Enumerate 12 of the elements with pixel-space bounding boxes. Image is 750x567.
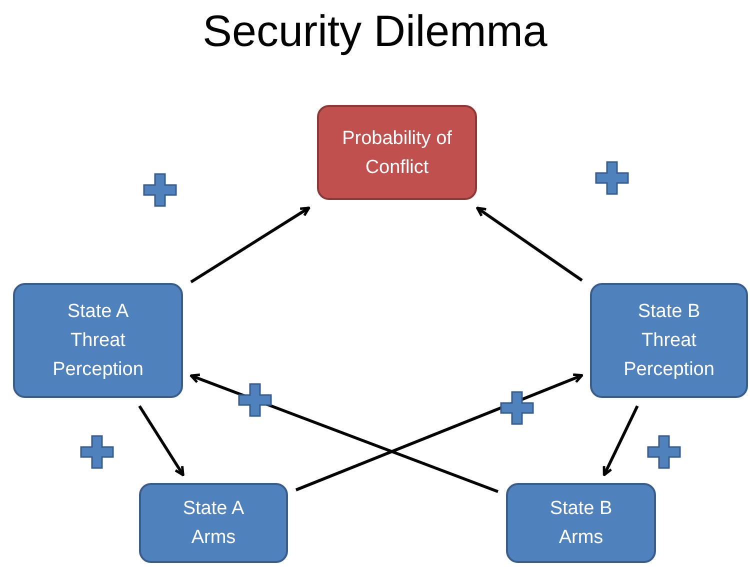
process-box: State B Arms [506, 483, 656, 563]
arrow [295, 373, 584, 492]
arrow [190, 206, 310, 284]
arrow [190, 373, 499, 494]
process-box: State A Threat Perception [13, 283, 183, 398]
diagram-title: Security Dilemma [202, 6, 548, 58]
process-box: State A Arms [139, 483, 288, 563]
outcome-box: Probability of Conflict [317, 105, 477, 200]
arrow [138, 405, 184, 476]
arrow [602, 405, 639, 476]
arrow [476, 206, 583, 282]
process-box: State B Threat Perception [590, 283, 748, 398]
